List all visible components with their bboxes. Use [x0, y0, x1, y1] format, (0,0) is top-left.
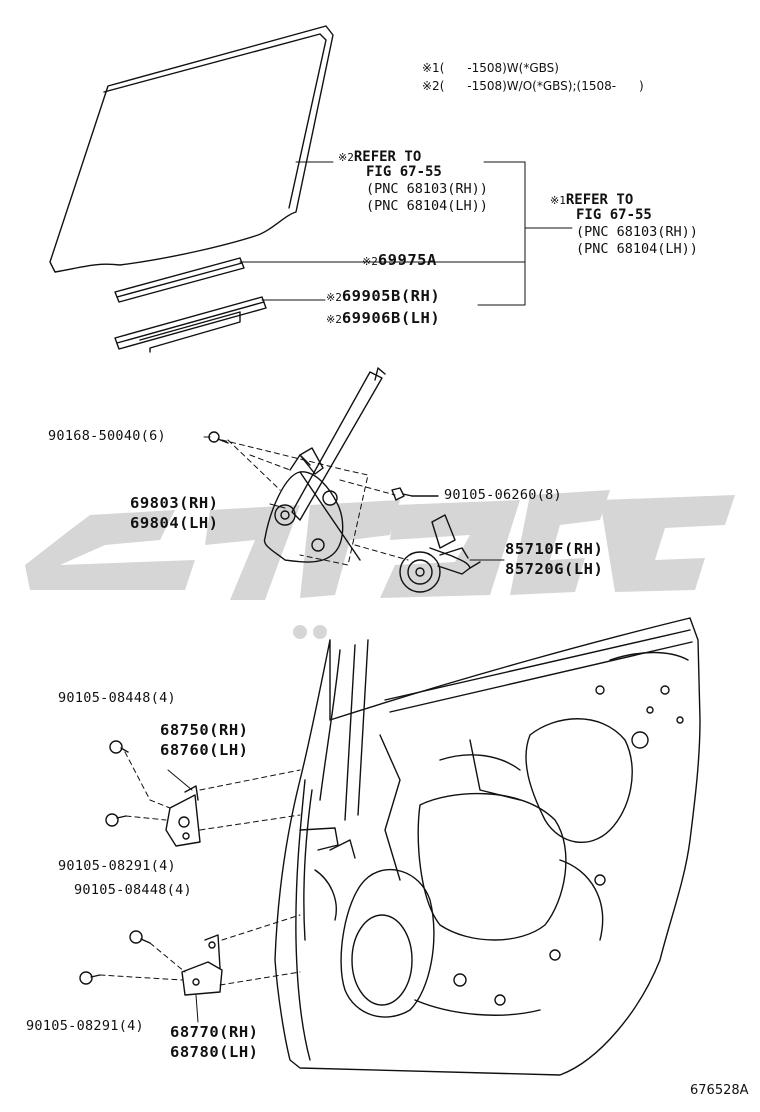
label-motor-lh: 85720G(LH) [505, 560, 604, 578]
label-motor-rh: 85710F(RH) [505, 540, 604, 558]
note-mark: ※2 [338, 151, 354, 164]
regulator-motor [399, 514, 481, 593]
label-lower-hinge-lh: 68780(LH) [170, 1043, 259, 1061]
refer-pnc-lh: (PNC 68104(LH)) [576, 241, 698, 257]
hinge-projection-lines [99, 751, 301, 986]
note-mark: ※2 [326, 313, 342, 326]
label-lower-hinge-rh: 68770(RH) [170, 1023, 259, 1041]
label-regulator-lh: 69804(LH) [130, 514, 219, 532]
run-channel-lower [114, 296, 267, 353]
figure-id: 676528A [690, 1083, 749, 1098]
note-mark: ※1 [550, 194, 566, 207]
label-upper-hinge-rh: 68750(RH) [160, 721, 249, 739]
label-bolt-90105-08291-upper: 90105-08291(4) [58, 858, 176, 874]
label-69905b: ※269905B(RH) [326, 288, 440, 305]
label-bolt-90105-06260: 90105-06260(8) [444, 487, 562, 503]
lower-hinge [79, 930, 223, 996]
legend-note-2: ※2( -1508)W/O(*GBS);(1508- ) [422, 79, 644, 93]
part-code: 69906B(LH) [341, 309, 441, 327]
leader-lines [239, 161, 573, 306]
label-bolt-90168: 90168-50040(6) [48, 428, 166, 444]
bolt-icon [208, 431, 229, 444]
label-bolt-90105-08448-lower: 90105-08448(4) [74, 882, 192, 898]
door-glass [49, 25, 334, 273]
door-panel [274, 617, 701, 1076]
note-mark: ※2 [362, 255, 378, 268]
upper-hinge [105, 740, 201, 847]
part-code: 69975A [377, 251, 437, 269]
refer-line: REFER TO [565, 192, 634, 208]
part-leader-lines [167, 436, 505, 1023]
label-bolt-90105-08291-lower: 90105-08291(4) [26, 1018, 144, 1034]
legend-note-1: ※1( -1508)W(*GBS) [422, 61, 559, 75]
refer-pnc-lh: (PNC 68104(LH)) [366, 198, 488, 214]
window-regulator [263, 367, 386, 563]
refer-pnc-rh: (PNC 68103(RH)) [366, 181, 488, 197]
label-69975a: ※269975A [362, 252, 437, 269]
bolt-icon [391, 487, 439, 501]
label-bolt-90105-08448-upper: 90105-08448(4) [58, 690, 176, 706]
watermark-logo [25, 490, 735, 639]
part-code: 69905B(RH) [341, 287, 441, 305]
projection-lines [221, 439, 409, 566]
refer-fig: FIG 67-55 [366, 164, 442, 180]
label-69906b: ※269906B(LH) [326, 310, 440, 327]
refer-pnc-rh: (PNC 68103(RH)) [576, 224, 698, 240]
label-regulator-rh: 69803(RH) [130, 494, 219, 512]
label-upper-hinge-lh: 68760(LH) [160, 741, 249, 759]
refer-fig: FIG 67-55 [576, 207, 652, 223]
refer-line: REFER TO [353, 149, 422, 165]
note-mark: ※2 [326, 291, 342, 304]
run-channel-upper [114, 257, 245, 303]
